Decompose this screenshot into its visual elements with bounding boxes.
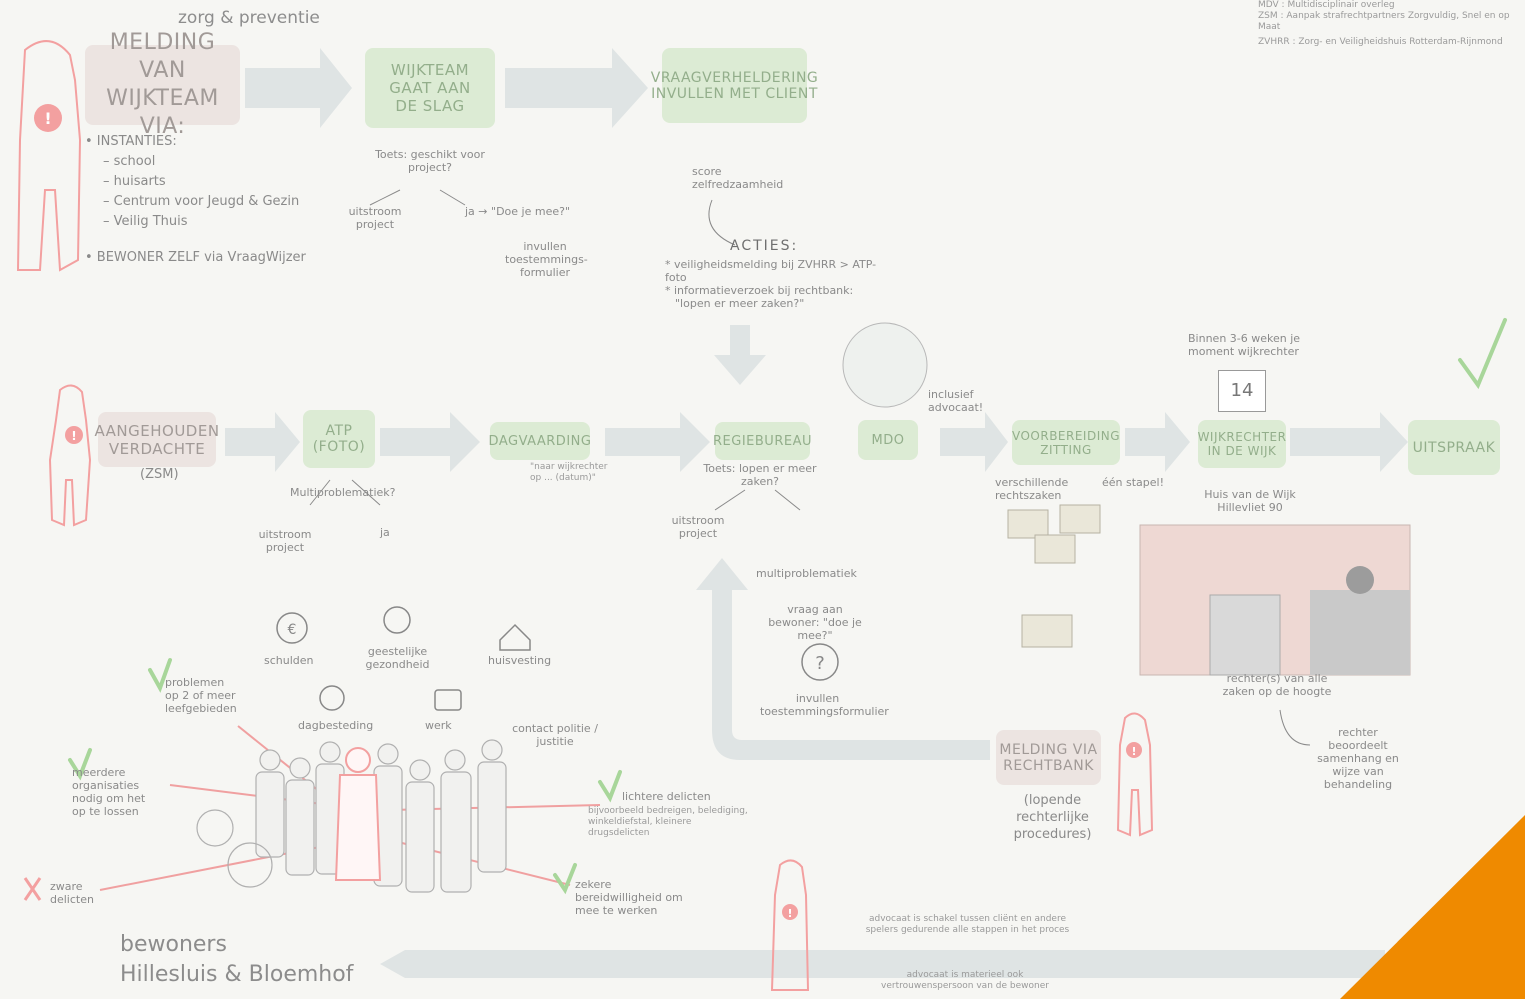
- calendar-icon: 14: [1218, 370, 1266, 412]
- dagvaarding-box: DAGVAARDING: [489, 422, 591, 460]
- instantie-item: – Centrum voor Jeugd & Gezin: [103, 194, 300, 209]
- verschillende-rechtszaken: verschillende rechtszaken: [995, 476, 1069, 502]
- icon-label: werk: [425, 719, 452, 732]
- svg-text:?: ?: [815, 653, 825, 674]
- mdo-box: MDO: [858, 420, 918, 460]
- mdo-advocaat: inclusief advocaat!: [928, 388, 984, 414]
- instanties-label: • INSTANTIES:: [85, 134, 177, 149]
- svg-text:!: !: [71, 429, 76, 443]
- icon-label: schulden: [264, 654, 314, 667]
- melding-rechtbank-box: MELDING VIA RECHTBANK: [996, 730, 1101, 785]
- acties-list: * veiligheidsmelding bij ZVHRR > ATP-fot…: [665, 258, 885, 310]
- regiebureau-box: REGIEBUREAU: [713, 422, 811, 460]
- multi-question: Multiproblematiek?: [290, 486, 396, 499]
- actie-item: "lopen er meer zaken?": [675, 297, 805, 310]
- acties-title: ACTIES:: [730, 238, 799, 254]
- icon-label: huisvesting: [488, 654, 552, 667]
- svg-text:!: !: [44, 109, 51, 128]
- melding-wijkteam-list: • INSTANTIES: – school – huisarts – Cent…: [85, 132, 306, 268]
- melding-wijkteam-box: MELDING VAN WIJKTEAM VIA:: [85, 30, 240, 139]
- meerdere-label: meerdere organisaties nodig om het op te…: [72, 766, 146, 818]
- bewoner-zelf: • BEWONER ZELF via VraagWijzer: [85, 250, 306, 265]
- bewoners-title-line: bewoners: [120, 932, 227, 957]
- legend-line: ZVHRR : Zorg- en Veiligheidshuis Rotterd…: [1258, 37, 1503, 47]
- icon-label: dagbesteding: [298, 719, 374, 732]
- bewoners-title: bewoners Hillesluis & Bloemhof: [120, 930, 353, 990]
- wijkteam-ja: ja → "Doe je mee?": [465, 205, 570, 218]
- wijkrechter-box: WIJKRECHTER IN DE WIJK: [1198, 420, 1286, 468]
- score-zelfredzaamheid: score zelfredzaamheid: [692, 165, 784, 191]
- instantie-item: – Veilig Thuis: [103, 214, 188, 229]
- binnen-weken: Binnen 3-6 weken je moment wijkrechter: [1188, 332, 1301, 358]
- legend: MDV : Multidisciplinair overleg ZSM : Aa…: [1258, 0, 1523, 48]
- wijkteam-form: invullen toestemmings-formulier: [505, 240, 588, 279]
- zsm-label: (ZSM): [140, 467, 179, 482]
- vraagverheldering-box: VRAAGVERHELDERING INVULLEN MET CLIENT: [651, 48, 818, 123]
- problemen-label: problemen op 2 of meer leefgebieden: [165, 676, 237, 715]
- advocaat-vertrouwen: advocaat is materieel ook vertrouwensper…: [881, 970, 1049, 991]
- icon-label: contact politie / justitie: [512, 722, 598, 748]
- dagvaarding-brief: "naar wijkrechter op ... (datum)": [530, 462, 608, 483]
- instantie-item: – huisarts: [103, 174, 166, 189]
- uitspraak-box: UITSPRAAK: [1408, 420, 1500, 475]
- actie-item: * informatieverzoek bij rechtbank:: [665, 284, 854, 297]
- svg-text:!: !: [1131, 745, 1136, 758]
- huis-van-de-wijk: Huis van de Wijk Hillevliet 90: [1204, 488, 1296, 514]
- atp-ja: ja: [380, 526, 390, 539]
- actie-item: * veiligheidsmelding bij ZVHRR > ATP-fot…: [665, 258, 877, 284]
- atp-box: ATP (FOTO): [303, 410, 375, 468]
- lichtere-sub: bijvoorbeeld bedreigen, belediging, wink…: [588, 806, 748, 838]
- advocaat-schakel: advocaat is schakel tussen cliënt en and…: [865, 914, 1070, 935]
- legend-line: MDV : Multidisciplinair overleg: [1258, 0, 1395, 10]
- voorbereiding-box: VOORBEREIDING ZITTING: [1012, 420, 1120, 465]
- lichtere-label: lichtere delicten: [622, 790, 711, 803]
- rechters-op-hoogte: rechter(s) van alle zaken op de hoogte: [1222, 672, 1332, 698]
- atp-uitstroom: uitstroom project: [258, 528, 312, 554]
- regiebureau-uitstroom: uitstroom project: [671, 514, 725, 540]
- lopende-procedures: (lopende rechterlijke procedures): [1013, 793, 1092, 842]
- bewoners-title-line: Hillesluis & Bloemhof: [120, 962, 354, 987]
- svg-text:€: €: [288, 622, 297, 638]
- accent-corner-triangle: [1340, 815, 1525, 999]
- wijkteam-toets: Toets: geschikt voor project?: [375, 148, 485, 174]
- middle-multi: multiproblematiek: [756, 567, 857, 580]
- zware-delicten-label: zware delicten: [50, 880, 94, 906]
- aangehouden-box: AANGEHOUDEN VERDACHTE: [94, 412, 219, 467]
- svg-text:!: !: [787, 907, 792, 920]
- instantie-item: – school: [103, 154, 156, 169]
- wijkteam-uitstroom: uitstroom project: [348, 205, 402, 231]
- icon-label: geestelijke gezondheid: [365, 645, 430, 671]
- bereid-label: zekere bereidwilligheid om mee te werken: [575, 878, 683, 917]
- middle-vraag: vraag aan bewoner: "doe je mee?": [768, 603, 862, 642]
- rechter-beoordeelt: rechter beoordeelt samenhang en wijze va…: [1317, 726, 1399, 791]
- regiebureau-toets: Toets: lopen er meer zaken?: [703, 462, 817, 488]
- top-label: zorg & preventie: [178, 8, 320, 28]
- legend-line: ZSM : Aanpak strafrechtpartners Zorgvuld…: [1258, 11, 1510, 32]
- wijkteam-box: WIJKTEAM GAAT AAN DE SLAG: [365, 48, 495, 128]
- middle-form: invullen toestemmingsformulier: [760, 692, 889, 718]
- een-stapel: één stapel!: [1102, 476, 1165, 489]
